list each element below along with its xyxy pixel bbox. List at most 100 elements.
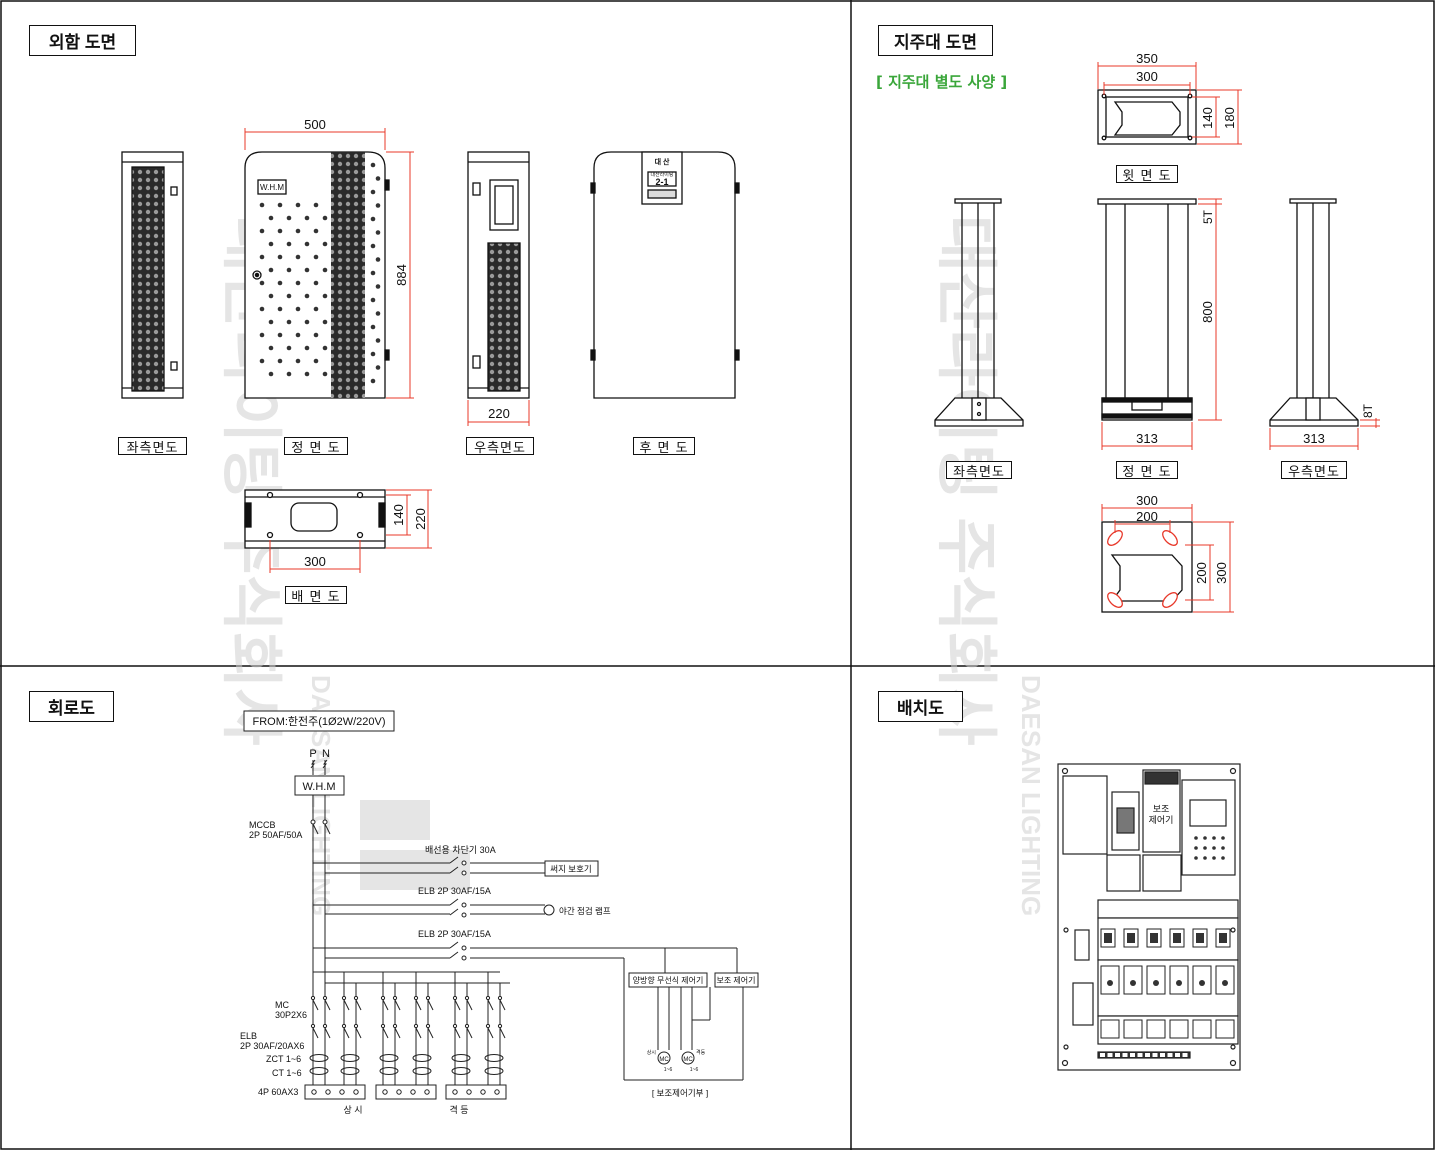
front-hole-right <box>375 338 381 343</box>
front-hole <box>313 358 319 364</box>
layout-panel <box>1057 763 1241 1071</box>
front-hole <box>304 371 310 377</box>
front-hole <box>295 358 301 364</box>
stand-front-view <box>1097 198 1197 421</box>
circuit-terminals <box>304 1084 507 1100</box>
label-enclosure-bottom: 배 면 도 <box>285 586 347 605</box>
dim-top-h-inner: 140 <box>1200 107 1215 129</box>
circuit-elb: ELB <box>240 1031 257 1041</box>
elb-node <box>464 1023 470 1029</box>
circuit-elb2: ELB 2P 30AF/15A <box>418 929 491 939</box>
layout-terminal-strip-cell <box>1100 1053 1105 1057</box>
layout-terminal <box>1123 1019 1143 1039</box>
elb-contact <box>415 1027 422 1039</box>
elb-contact <box>487 1027 494 1039</box>
plate-brand: 대 산 <box>655 157 670 166</box>
dim-base-outer: 300 <box>1136 493 1158 508</box>
label-enclosure-front: 정 면 도 <box>284 437 348 456</box>
watermark-main-2: 대산라이팅 주식회사 <box>931 215 1000 746</box>
plate-number: 2-1 <box>655 177 668 187</box>
front-hole <box>313 306 319 312</box>
dim-base-inner: 200 <box>1136 509 1158 524</box>
circuit-small-left-top: 상시 <box>647 1049 656 1056</box>
front-hole <box>313 332 319 338</box>
front-hole <box>295 254 301 260</box>
branch-node <box>461 955 467 961</box>
branch-node <box>461 870 467 876</box>
front-hole <box>286 371 292 377</box>
layout-terminal-strip-cell <box>1137 1053 1143 1057</box>
dim-base-v-outer: 300 <box>1214 562 1229 584</box>
elb-contact <box>382 1027 389 1039</box>
circuit-mc-right: MC <box>683 1057 693 1063</box>
terminal-screw <box>353 1089 359 1095</box>
front-hole <box>259 306 265 312</box>
enclosure-rear-view <box>590 151 740 399</box>
front-hole-right <box>370 297 376 303</box>
layout-terminal-strip-cell <box>1160 1053 1165 1057</box>
elb-node <box>425 1023 431 1029</box>
front-hole <box>304 319 310 325</box>
watermark-logo-block-1 <box>360 800 430 840</box>
watermark-sub-2: DAESAN LIGHTING <box>1016 675 1046 916</box>
front-hole <box>259 254 265 260</box>
layout-controller-button <box>1203 836 1207 840</box>
layout-terminal-strip-cell <box>1175 1053 1180 1057</box>
layout-mc-core <box>1150 933 1158 943</box>
layout-terminal-strip-cell <box>1122 1053 1128 1057</box>
base-plate-slots <box>1107 530 1178 608</box>
terminal-screw <box>396 1089 402 1095</box>
front-hole <box>286 345 292 351</box>
front-hole <box>304 345 310 351</box>
front-hole-right <box>375 284 381 289</box>
circuit-small-left-bottom: 1~6 <box>664 1067 673 1073</box>
circuit-mc-left: MC <box>659 1057 669 1063</box>
front-hole <box>277 254 283 260</box>
elb-node <box>392 1023 398 1029</box>
circuit-alternate: 격 등 <box>449 1104 468 1115</box>
circuit-small-right-bottom: 1~6 <box>690 1067 699 1073</box>
mc-contact <box>324 999 331 1011</box>
dim-base-width-right: 313 <box>1303 431 1325 446</box>
mc-node <box>464 995 470 1001</box>
mc-node <box>310 995 316 1001</box>
layout-elb-knob <box>1107 980 1113 986</box>
layout-controller-button <box>1194 856 1198 860</box>
front-hole <box>277 332 283 338</box>
circuit-lamp: 야간 점검 램프 <box>559 906 611 916</box>
front-hole <box>313 280 319 286</box>
front-hole <box>259 228 265 234</box>
layout-controller-button <box>1212 836 1216 840</box>
layout-terminal <box>1192 1019 1212 1039</box>
mc-node <box>413 995 419 1001</box>
elb-contact <box>394 1027 401 1039</box>
label-stand-top: 윗 면 도 <box>1116 165 1178 184</box>
dim-bottom-inner: 140 <box>391 504 406 526</box>
zct-ring <box>309 1054 329 1062</box>
elb-node <box>310 1023 316 1029</box>
elb-node <box>497 1023 503 1029</box>
layout-controller-button <box>1221 836 1225 840</box>
right-dimensions <box>467 400 530 426</box>
elb-contact <box>355 1027 362 1039</box>
front-hole-right <box>370 351 376 357</box>
front-hole-right <box>370 162 376 168</box>
dim-top-inner: 300 <box>1136 69 1158 84</box>
front-hole <box>268 319 274 325</box>
mc-contact <box>312 999 319 1011</box>
layout-controller-button <box>1221 846 1225 850</box>
dim-thickness-top: 5T <box>1201 209 1215 224</box>
front-hole <box>313 254 319 260</box>
label-enclosure-right: 우측면도 <box>466 437 534 456</box>
terminal-screw <box>480 1089 486 1095</box>
front-hole <box>259 202 265 208</box>
elb-contact <box>454 1027 461 1039</box>
elb-contact <box>499 1027 506 1039</box>
zct-ring <box>484 1054 504 1062</box>
layout-controller-button <box>1212 856 1216 860</box>
layout-mc-core <box>1219 933 1227 943</box>
terminal-screw <box>325 1089 331 1095</box>
mc-node <box>380 995 386 1001</box>
